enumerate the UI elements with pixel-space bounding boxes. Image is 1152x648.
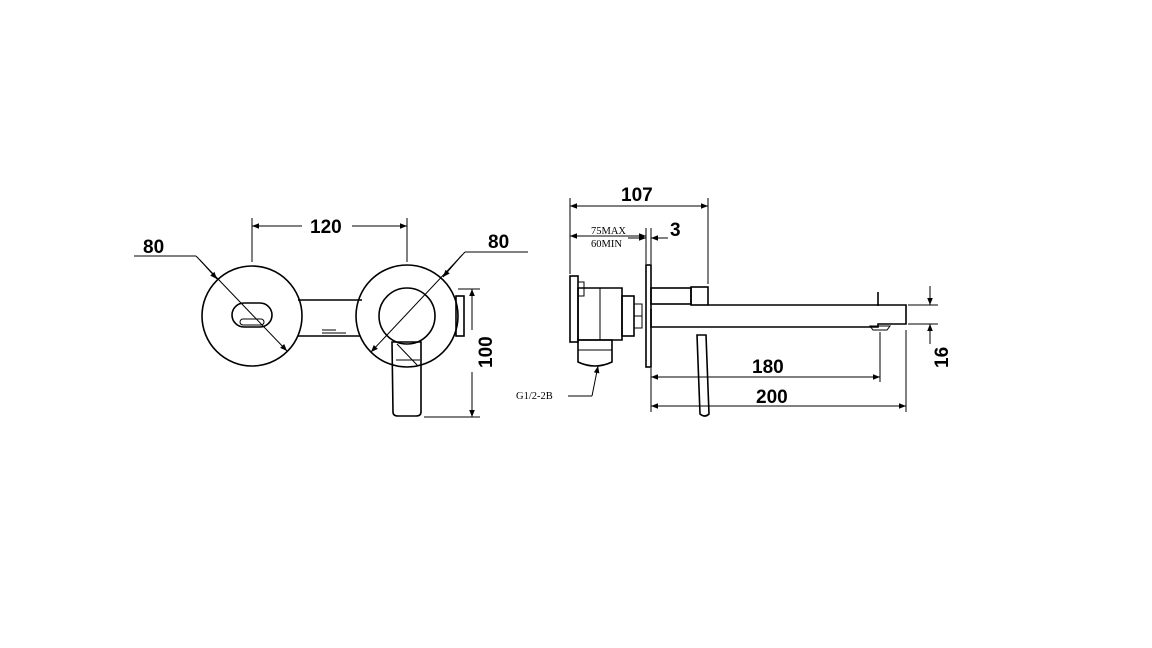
dim-plate-text: 3 [670, 220, 681, 241]
dim-right-diameter-text: 80 [488, 232, 509, 253]
left-outlet-slot [231, 302, 273, 328]
concealed-valve-body [569, 275, 643, 367]
dim-spout-reach-180: 180 [650, 332, 881, 412]
dim-depth-107: 107 [569, 185, 709, 284]
right-valve-hub [378, 287, 436, 345]
front-view: 120 80 80 100 [134, 217, 528, 418]
dim-depth-text: 107 [621, 185, 653, 206]
dim-wall-min-text: 60MIN [591, 239, 622, 250]
dim-spout-height-text: 16 [932, 347, 953, 368]
dim-total-length-200: 200 [651, 330, 907, 412]
dim-left-diameter-text: 80 [143, 237, 164, 258]
right-wall-bracket [455, 295, 465, 337]
dim-wall-range: 75MAX 60MIN [570, 226, 647, 264]
dim-left-diameter-80: 80 [134, 237, 288, 352]
spout [650, 292, 907, 331]
thread-label-text: G1/2-2B [516, 391, 553, 402]
dim-total-length-text: 200 [756, 387, 788, 408]
left-rosette [201, 265, 303, 367]
dim-width-text: 120 [310, 217, 342, 238]
front-connector-bar [298, 299, 362, 337]
dim-height-100: 100 [424, 288, 497, 418]
spout-hub [650, 286, 709, 306]
right-rosette [355, 264, 459, 368]
dim-wall-max-text: 75MAX [591, 226, 626, 237]
dim-spout-reach-text: 180 [752, 357, 784, 378]
lever-handle [391, 341, 422, 417]
side-lever [696, 334, 710, 417]
dim-right-diameter-80: 80 [370, 232, 528, 353]
dim-plate-3: 3 [628, 220, 681, 264]
side-view: 107 75MAX 60MIN 3 180 200 [516, 185, 953, 417]
dim-spout-height-16: 16 [908, 286, 953, 368]
dim-width-120: 120 [251, 217, 408, 262]
dim-height-text: 100 [476, 336, 497, 368]
thread-callout: G1/2-2B [516, 365, 600, 402]
